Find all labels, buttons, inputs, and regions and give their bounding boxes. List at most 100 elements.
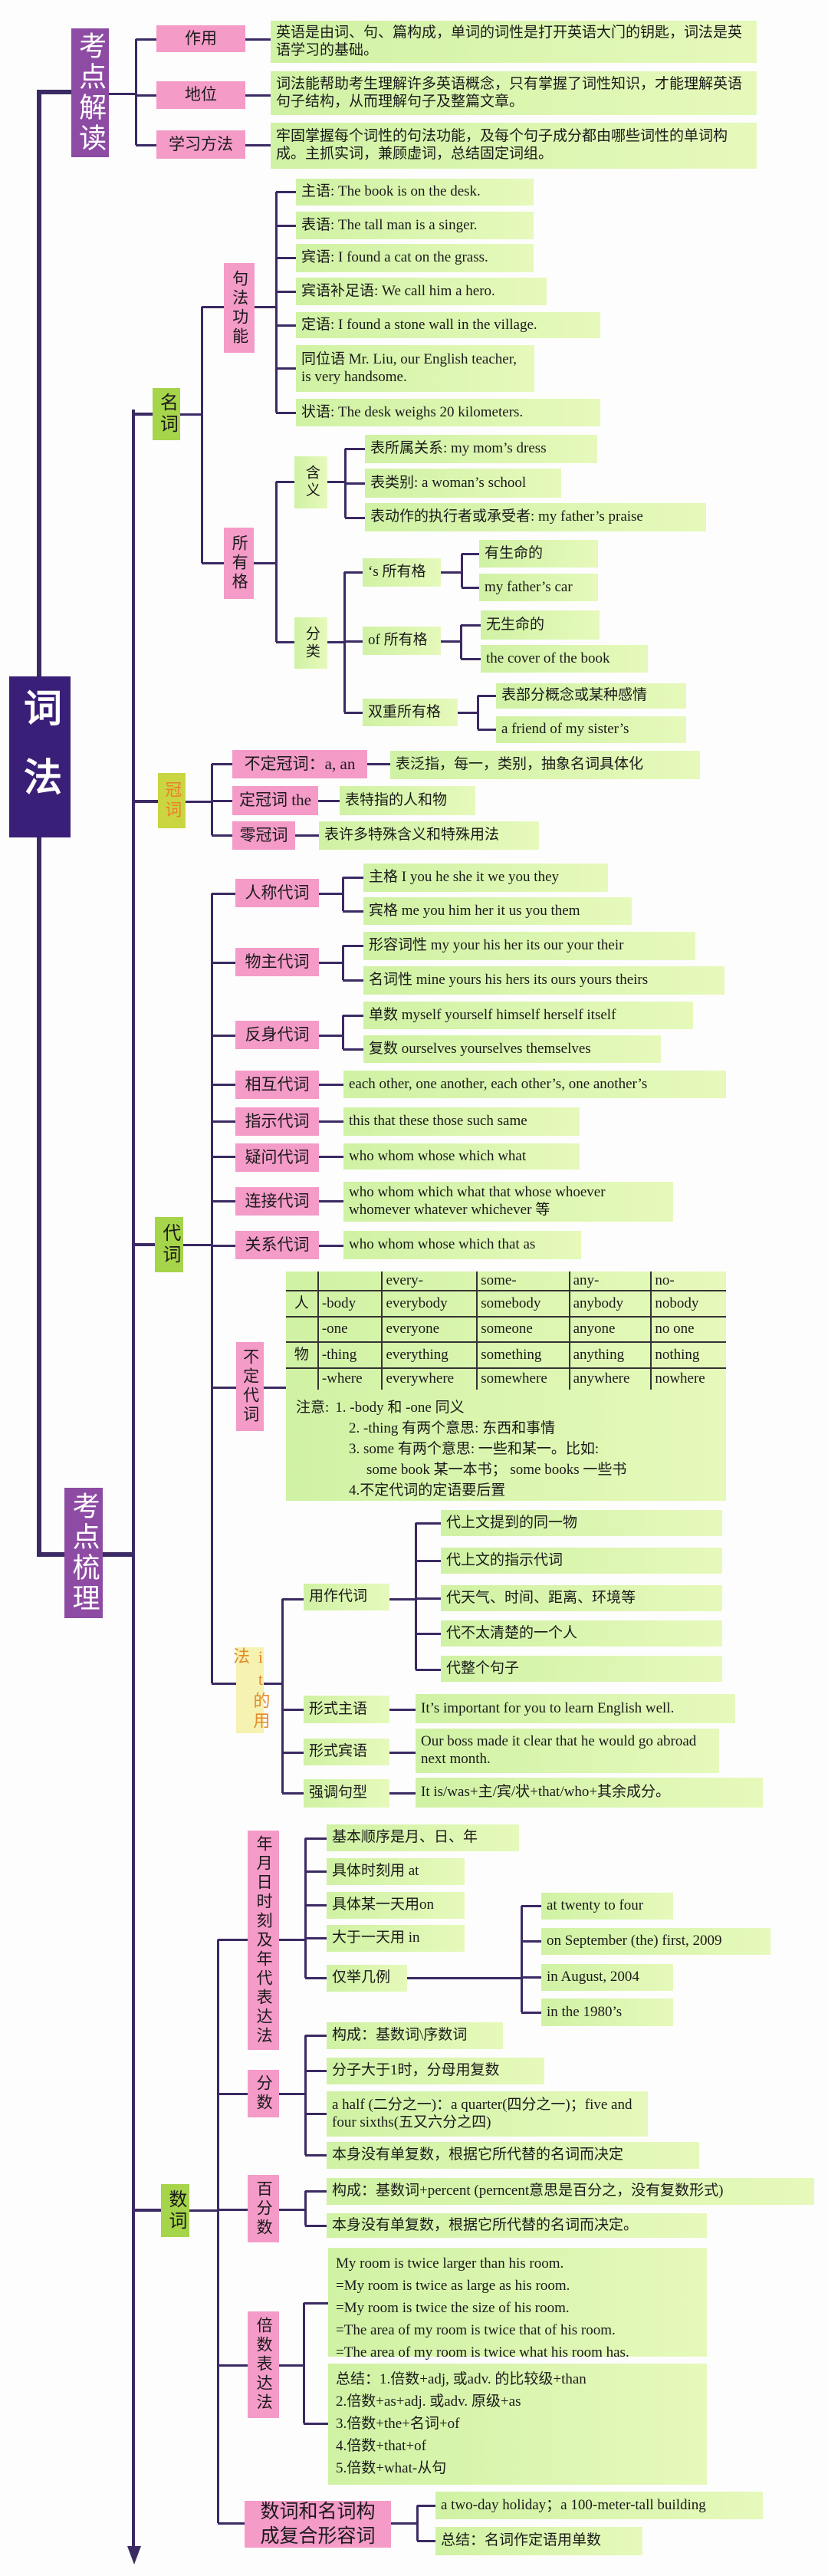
connector-line [37, 837, 41, 1554]
connector-line [305, 1936, 327, 1939]
multiples-summary-box-line: 总结：1.倍数+adj, 或adv. 的比较级+than [336, 2371, 586, 2387]
connector-line [279, 2208, 305, 2211]
article-label: 定冠词 the [232, 786, 318, 815]
it-as-pronoun-item: 代上文提到的同一物 [441, 1510, 722, 1536]
connector-line [391, 2522, 417, 2525]
connector-line [319, 1083, 343, 1086]
category-article: 冠词 [158, 773, 186, 828]
table-cell: something [476, 1342, 570, 1368]
it-usage-label: it的用法 [231, 1647, 271, 1733]
note-item: 4.不定代词的定语要后置 [349, 1482, 506, 1499]
pronoun-type-label: 人称代词 [235, 879, 319, 907]
table-cell: any- [568, 1272, 652, 1291]
connector-line [345, 516, 365, 519]
connector-line [319, 1120, 343, 1123]
connector-line [520, 1906, 523, 2012]
fraction-item: 分子大于1时，分母用复数 [327, 2058, 544, 2084]
connector-line [212, 1155, 235, 1158]
connector-line [389, 1708, 416, 1711]
possessive-type-item: the cover of the book [481, 645, 648, 673]
connector-line [461, 623, 481, 627]
table-cell: -one [317, 1317, 383, 1342]
connector-line [212, 1244, 235, 1247]
connector-line [305, 2153, 327, 2157]
connector-line [343, 449, 347, 518]
date-example-item: at twenty to four [541, 1893, 673, 1920]
connector-line [245, 38, 271, 41]
pronoun-item: 复数 ourselves yourselves themselves [363, 1035, 661, 1063]
table-cell: anyone [568, 1317, 652, 1342]
connector-line [210, 893, 213, 1683]
table-cell: -thing [317, 1342, 383, 1368]
article-text: 表特指的人和物 [340, 786, 475, 815]
it-as-pronoun-item: 代天气、时间、距离、环境等 [441, 1585, 722, 1611]
connector-line [341, 946, 344, 980]
date-rule-item: 仅举几例 [327, 1965, 407, 1992]
connector-line [305, 2034, 327, 2037]
connector-line [319, 1034, 343, 1037]
pronoun-item: 主格 I you he she it we you they [363, 864, 608, 892]
pronoun-type-label: 指示代词 [235, 1107, 319, 1136]
numeral-dates-label: 年月日时刻及年代表达法 [248, 1831, 279, 2050]
pronoun-item: 宾格 me you him her it us you them [363, 897, 632, 925]
pronoun-item: 名词性 mine yours his hers its ours yours t… [363, 966, 724, 995]
note-item: 1. -body 和 -one 同义 [335, 1400, 465, 1416]
connector-line [521, 2011, 541, 2014]
multiples-examples-box-line: =My room is twice as large as his room. [336, 2278, 570, 2294]
article-label: 零冠词 [232, 821, 295, 850]
possessive-meaning-item: 表所属关系: my mom’s dress [365, 435, 597, 463]
connector-line [279, 2092, 305, 2095]
connector-line [521, 1939, 541, 1943]
noun-syntax-item: 主语: The book is on the desk. [296, 179, 534, 206]
connector-line [441, 571, 462, 574]
it-usage-item-label: 强调句型 [304, 1779, 389, 1808]
numeral-fractions-label: 分数 [248, 2070, 279, 2117]
connector-line [462, 552, 479, 555]
connector-line [304, 2035, 307, 2155]
table-cell: everyone [381, 1317, 478, 1342]
noun-syntax-item: 宾语补足语: We call him a hero. [296, 278, 547, 305]
connector-line [343, 876, 363, 879]
connector-line [305, 1976, 327, 1979]
connector-line [304, 2422, 328, 2425]
connector-line [109, 92, 136, 95]
connector-line [304, 1838, 307, 1978]
pronoun-text: who whom which what that whose whoever w… [343, 1182, 673, 1222]
connector-line [295, 834, 319, 837]
table-cell: no one [650, 1317, 726, 1342]
connector-line [212, 1199, 235, 1202]
table-cell: somebody [476, 1291, 570, 1317]
pronoun-text: each other, one another, each other’s, o… [343, 1071, 726, 1098]
pronoun-type-label: 物主代词 [235, 948, 319, 976]
connector-line [212, 834, 232, 837]
connector-line [367, 762, 390, 765]
connector-line [276, 411, 296, 414]
connector-line [478, 694, 496, 697]
it-usage-item-text: Our boss made it clear that he would go … [416, 1729, 719, 1773]
connector-line [441, 640, 461, 643]
table-cell: anything [568, 1342, 652, 1368]
multiples-summary-box-line: 3.倍数+the+名词+of [336, 2416, 460, 2432]
noun-syntax-item: 同位语 Mr. Liu, our English teacher, is ver… [296, 345, 534, 392]
connector-line [305, 2069, 327, 2072]
connector-line [216, 1939, 219, 2523]
connector-line [305, 2224, 327, 2227]
note-item: some book 某一本书； some books 一些书 [366, 1462, 627, 1478]
connector-line [281, 1599, 284, 1793]
table-cell: nobody [650, 1291, 726, 1317]
connector-line [212, 1034, 235, 1037]
connector-line [414, 1523, 417, 1670]
connector-line [276, 290, 296, 293]
table-cell [286, 1272, 318, 1291]
table-cell: anywhere [568, 1368, 652, 1390]
connector-line [212, 961, 235, 964]
table-cell [286, 1368, 318, 1390]
connector-line [459, 625, 462, 659]
connector-line [327, 640, 344, 643]
connector-line [304, 2301, 328, 2305]
